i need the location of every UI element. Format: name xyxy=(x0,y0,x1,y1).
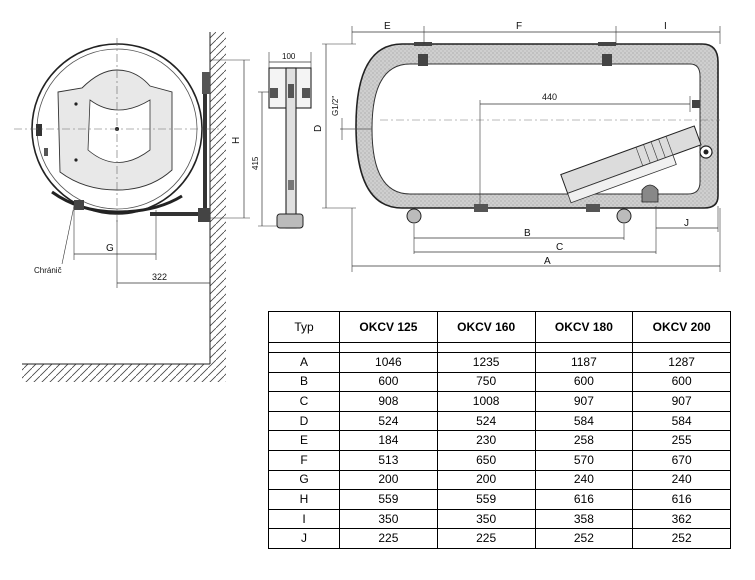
dim-D: D G1/2" xyxy=(313,43,356,209)
label-I: I xyxy=(664,21,667,32)
table-cell: 600 xyxy=(632,371,731,393)
label-F: F xyxy=(516,21,522,32)
table-cell: 513 xyxy=(339,449,438,471)
table-cell: 907 xyxy=(534,391,634,412)
table-cell: 252 xyxy=(632,528,731,549)
wall-section xyxy=(22,32,226,382)
table-cell: 559 xyxy=(339,489,438,510)
table-cell: 255 xyxy=(632,430,731,451)
table-cell: 670 xyxy=(632,449,731,471)
table-cell: 524 xyxy=(339,410,438,432)
header-typ: Typ xyxy=(268,311,340,343)
table-cell: 1046 xyxy=(339,352,438,373)
label-A: A xyxy=(544,256,551,267)
row-label: A xyxy=(268,352,340,373)
table-cell: 184 xyxy=(339,430,438,451)
label-C: C xyxy=(556,242,563,253)
label-415: 415 xyxy=(251,156,260,170)
dim-J: J xyxy=(655,206,719,232)
label-G: G xyxy=(106,243,114,254)
table-cell: 225 xyxy=(436,528,536,549)
table-cell: 584 xyxy=(534,410,634,432)
row-label: I xyxy=(268,508,340,530)
table-cell: 584 xyxy=(632,410,731,432)
label-chranic: Chránič xyxy=(34,266,62,275)
table-cell: 200 xyxy=(436,469,536,491)
table-cell: 616 xyxy=(632,489,731,510)
table-cell: 559 xyxy=(436,489,536,510)
table-spacer-row xyxy=(268,342,731,353)
front-view xyxy=(340,42,720,224)
dim-440: 440 xyxy=(479,92,691,204)
table-cell: 650 xyxy=(436,449,536,471)
table-cell: 907 xyxy=(632,391,731,412)
dimension-table: Typ OKCV 125 OKCV 160 OKCV 180 OKCV 200 … xyxy=(268,311,731,549)
table-row: C 908 1008 907 907 xyxy=(268,391,731,412)
table-cell: 240 xyxy=(534,469,634,491)
table-row: I 350 350 358 362 xyxy=(268,508,731,530)
table-cell: 1287 xyxy=(632,352,731,373)
label-D: D xyxy=(313,125,324,132)
table-cell: 362 xyxy=(632,508,731,530)
table-row: A 1046 1235 1187 1287 xyxy=(268,352,731,373)
header-okcv160: OKCV 160 xyxy=(436,311,536,343)
table-cell: 225 xyxy=(339,528,438,549)
row-label: B xyxy=(268,371,340,393)
table-row: J 225 225 252 252 xyxy=(268,528,731,549)
side-view xyxy=(14,38,222,222)
table-cell: 240 xyxy=(632,469,731,491)
table-row: H 559 559 616 616 xyxy=(268,489,731,510)
table-cell: 524 xyxy=(436,410,536,432)
table-cell: 908 xyxy=(339,391,438,412)
table-row: D 524 524 584 584 xyxy=(268,410,731,432)
row-label: D xyxy=(268,410,340,432)
table-cell: 600 xyxy=(339,371,438,393)
table-cell: 252 xyxy=(534,528,634,549)
table-cell: 1187 xyxy=(534,352,634,373)
table-cell: 258 xyxy=(534,430,634,451)
row-label: E xyxy=(268,430,340,451)
table-header-row: Typ OKCV 125 OKCV 160 OKCV 180 OKCV 200 xyxy=(268,311,731,343)
header-okcv180: OKCV 180 xyxy=(534,311,634,343)
row-label: H xyxy=(268,489,340,510)
dims-top: E F I xyxy=(351,21,721,44)
dim-H: H xyxy=(210,59,250,219)
header-okcv125: OKCV 125 xyxy=(339,311,438,343)
table-cell: 1008 xyxy=(436,391,536,412)
table-cell: 570 xyxy=(534,449,634,471)
table-row: F 513 650 570 670 xyxy=(268,449,731,471)
table-cell: 350 xyxy=(339,508,438,530)
header-okcv200: OKCV 200 xyxy=(632,311,731,343)
dim-322: 322 xyxy=(116,220,210,288)
label-322: 322 xyxy=(152,272,167,282)
table-cell: 1235 xyxy=(436,352,536,373)
table-cell: 358 xyxy=(534,508,634,530)
row-label: F xyxy=(268,449,340,471)
row-label: G xyxy=(268,469,340,491)
table-row: E 184 230 258 255 xyxy=(268,430,731,451)
table-cell: 230 xyxy=(436,430,536,451)
label-B: B xyxy=(524,228,531,239)
dim-G: G xyxy=(73,210,157,260)
row-label: C xyxy=(268,391,340,412)
bracket-view: 100 415 xyxy=(251,52,312,229)
label-440: 440 xyxy=(542,92,557,102)
table-row: B 600 750 600 600 xyxy=(268,371,731,393)
table-row: G 200 200 240 240 xyxy=(268,469,731,491)
label-thread: G1/2" xyxy=(331,96,340,116)
table-cell: 200 xyxy=(339,469,438,491)
dims-bottom: B C A xyxy=(351,208,721,272)
protector-label: Chránič xyxy=(34,205,75,275)
table-cell: 750 xyxy=(436,371,536,393)
label-100: 100 xyxy=(282,52,296,61)
row-label: J xyxy=(268,528,340,549)
table-cell: 616 xyxy=(534,489,634,510)
table-cell: 350 xyxy=(436,508,536,530)
table-cell: 600 xyxy=(534,371,634,393)
label-E: E xyxy=(384,21,391,32)
label-H: H xyxy=(231,137,242,144)
label-J: J xyxy=(684,218,689,229)
